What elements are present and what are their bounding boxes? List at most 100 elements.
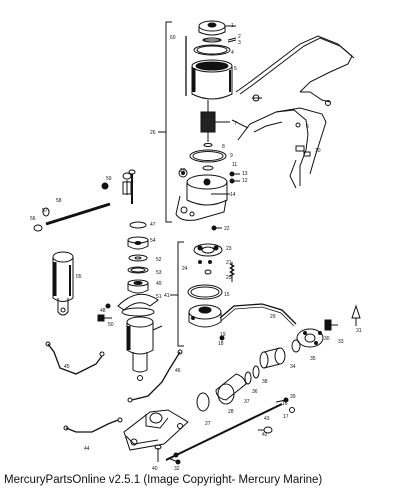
check-balls	[198, 260, 212, 275]
hydraulic-line-44	[65, 419, 119, 433]
callout: 36	[252, 389, 258, 395]
callout-labels: 1 2 3 4 5 6 7 8 9 10 11 12 13 14 15 16 1…	[30, 23, 362, 470]
callout: 16	[282, 401, 288, 407]
callout: 41	[164, 293, 170, 299]
callout: 12	[242, 178, 248, 184]
seal-36	[252, 365, 260, 379]
callout: 8	[222, 144, 225, 150]
fitting-50	[105, 303, 111, 309]
o-ring-4	[193, 44, 231, 56]
callout: 31	[356, 328, 362, 334]
hydraulic-line-45	[47, 343, 103, 375]
bolt-47	[128, 169, 136, 204]
seal-37	[244, 371, 252, 385]
callout: 45	[64, 364, 70, 370]
callout: 10	[315, 148, 321, 154]
callout: 15	[224, 292, 230, 298]
callout: 27	[205, 421, 211, 427]
bolt-22	[211, 225, 222, 231]
pivot-rod	[45, 202, 111, 226]
terminal-screws	[229, 171, 240, 184]
callout: 14	[230, 192, 236, 198]
fitting-42	[258, 426, 273, 434]
callout: 18	[218, 341, 224, 347]
plug-18	[219, 335, 225, 341]
washer	[203, 143, 213, 147]
callout: 22	[224, 226, 230, 232]
manifold-block	[188, 304, 222, 328]
motor-end-cap	[198, 20, 236, 36]
transom-bracket	[123, 409, 189, 451]
valve-cover-plate	[193, 243, 223, 257]
reservoir-cover	[117, 293, 159, 317]
pivot-pin-43	[165, 403, 283, 461]
callout: 11	[232, 162, 237, 168]
callout: 52	[156, 257, 162, 263]
callout: 43	[264, 416, 270, 422]
group-bracket-41	[177, 241, 184, 347]
callout: 4	[231, 50, 234, 56]
callout: 9	[230, 153, 233, 159]
callout: 57	[42, 208, 48, 214]
motor-end-bell	[175, 168, 230, 221]
screw-32	[167, 457, 181, 465]
callout: 30	[324, 336, 330, 342]
callout: 21	[226, 260, 232, 266]
hydraulic-line-46	[131, 351, 181, 401]
callout: 39	[290, 394, 296, 400]
callout: 54	[150, 238, 156, 244]
callout: 24	[182, 266, 188, 272]
callout: 17	[283, 414, 289, 420]
valve-sleeve	[215, 373, 247, 405]
callout: 46	[175, 368, 181, 374]
callout: 26	[150, 130, 156, 136]
bushing-57	[42, 207, 50, 217]
callout: 44	[84, 446, 90, 452]
callout: 6	[306, 124, 309, 130]
nut-56	[33, 224, 43, 232]
fitting-48	[97, 314, 112, 322]
callout: 56	[30, 216, 36, 222]
callout: 55	[76, 274, 82, 280]
exploded-parts-diagram: 1 2 3 4 5 6 7 8 9 10 11 12 13 14 15 16 1…	[30, 20, 362, 470]
trim-cylinder	[52, 251, 74, 316]
callout: 28	[228, 409, 234, 415]
image-credit: MercuryPartsOnline v2.5.1 (Image Copyrig…	[4, 474, 323, 486]
callout: 19	[220, 332, 226, 338]
callout: 48	[100, 308, 106, 314]
spring-pin	[228, 262, 236, 282]
callout: 47	[150, 222, 156, 228]
washer-59	[101, 182, 109, 190]
callout: 34	[290, 364, 296, 370]
callout: 29	[270, 314, 276, 320]
piston-34	[259, 347, 286, 369]
callout: 38	[262, 379, 268, 385]
pump-stack	[127, 221, 149, 294]
valve-housing	[296, 328, 324, 348]
callout: 3	[238, 40, 241, 46]
callout: 53	[156, 270, 162, 276]
callout: 42	[262, 432, 268, 438]
callout: 20	[180, 168, 186, 174]
o-ring-27	[196, 392, 210, 412]
wire-harness-upper	[235, 35, 355, 106]
callout: 35	[310, 356, 316, 362]
fitting-31	[351, 304, 361, 326]
callout: 25	[226, 275, 232, 281]
callout: 23	[226, 246, 232, 252]
callout: 5	[234, 66, 237, 72]
cap-screw	[202, 37, 237, 43]
callout: 33	[338, 339, 344, 345]
screw-16	[275, 397, 289, 403]
callout: 49	[156, 281, 162, 287]
pump-body	[126, 316, 163, 381]
callout: 2	[238, 34, 241, 40]
o-ring-large	[187, 284, 223, 300]
motor-housing	[191, 59, 233, 100]
callout: 58	[56, 198, 62, 204]
wire-harness-lower	[231, 107, 327, 189]
callout: 32	[174, 466, 180, 470]
o-ring-35	[291, 339, 301, 353]
group-bracket-26	[165, 21, 172, 223]
callout: 37	[244, 399, 250, 405]
